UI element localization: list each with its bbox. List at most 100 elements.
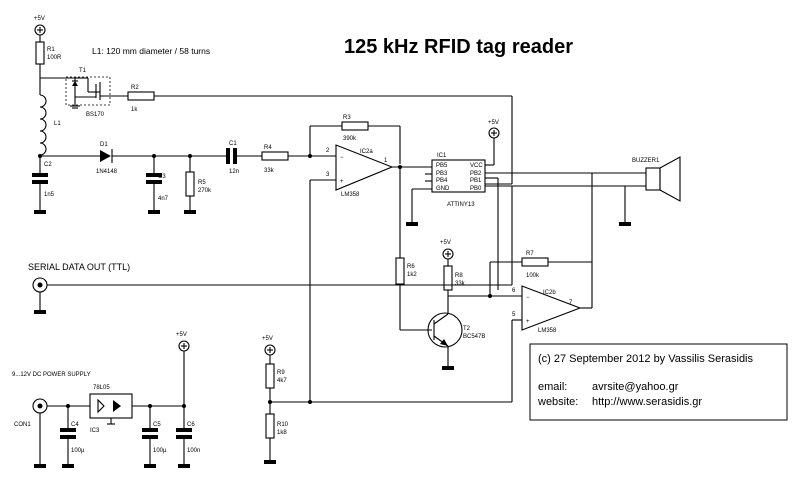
capacitor-c1: C1 12n — [226, 141, 239, 175]
capacitor-c4: C4 100µ — [60, 406, 85, 468]
svg-text:ATTINY13: ATTINY13 — [447, 202, 475, 208]
vcc-symbol-r1: +5V — [34, 16, 46, 36]
svg-text:+5V: +5V — [34, 16, 45, 22]
resistor-r9: R9 4k7 — [265, 363, 287, 389]
svg-text:1N4148: 1N4148 — [96, 169, 118, 175]
svg-text:100µ: 100µ — [153, 448, 167, 454]
svg-text:4n7: 4n7 — [158, 196, 169, 202]
svg-text:3: 3 — [326, 172, 330, 178]
svg-text:C5: C5 — [153, 422, 161, 428]
svg-text:100R: 100R — [47, 55, 62, 61]
svg-text:7: 7 — [569, 300, 573, 306]
regulator-ic3: 78L05 IC3 — [89, 385, 133, 434]
svg-text:R9: R9 — [277, 370, 285, 376]
svg-text:PB3: PB3 — [436, 171, 448, 177]
svg-text:PB1: PB1 — [470, 178, 482, 184]
vcc-symbol-ic1: +5V — [488, 120, 500, 139]
svg-text:(c) 27 September 2012 by Vassi: (c) 27 September 2012 by Vassilis Serasi… — [538, 353, 754, 365]
svg-text:78L05: 78L05 — [93, 385, 110, 391]
svg-text:D1: D1 — [100, 142, 108, 148]
svg-text:+: + — [526, 319, 530, 325]
svg-text:LM358: LM358 — [538, 328, 557, 334]
mosfet-t1: T1 BS170 — [40, 68, 111, 118]
transistor-t2: T2 BC547B — [427, 296, 485, 366]
svg-text:email:: email: — [538, 381, 567, 393]
svg-text:R1: R1 — [47, 47, 55, 53]
inductor-l1: L1 — [39, 78, 61, 173]
svg-text:IC2a: IC2a — [360, 149, 373, 155]
svg-text:website:: website: — [537, 396, 578, 408]
svg-text:C6: C6 — [187, 422, 195, 428]
svg-text:+5V: +5V — [440, 240, 451, 246]
power-supply-label: 9...12V DC POWER SUPPLY — [12, 372, 91, 378]
svg-text:C4: C4 — [71, 422, 79, 428]
resistor-r3: R3 390k — [341, 115, 369, 142]
svg-text:IC1: IC1 — [437, 153, 447, 159]
svg-text:R6: R6 — [407, 264, 415, 270]
svg-text:PB2: PB2 — [470, 171, 482, 177]
svg-text:−: − — [526, 295, 530, 301]
svg-text:2: 2 — [326, 148, 330, 154]
svg-text:BC547B: BC547B — [463, 334, 485, 340]
resistor-r2: R2 1k — [127, 85, 155, 113]
svg-text:100k: 100k — [526, 273, 540, 279]
svg-text:PB5: PB5 — [436, 163, 448, 169]
svg-text:+5V: +5V — [176, 332, 187, 338]
resistor-r8: R8 33k — [443, 265, 466, 291]
svg-text:270k: 270k — [198, 188, 212, 194]
resistor-r5: R5 270k — [184, 156, 212, 214]
svg-text:T2: T2 — [463, 326, 471, 332]
vcc-symbol-supply: +5V — [176, 332, 190, 352]
svg-text:R10: R10 — [277, 422, 289, 428]
svg-text:C2: C2 — [44, 162, 52, 168]
svg-text:1k2: 1k2 — [407, 272, 417, 278]
svg-text:R4: R4 — [264, 145, 272, 151]
diode-d1: D1 1N4148 — [96, 142, 118, 175]
vcc-symbol-r8: +5V — [440, 240, 454, 260]
svg-text:R2: R2 — [131, 85, 139, 91]
svg-text:33k: 33k — [455, 281, 466, 287]
mcu-ic1: PB5 PB3 PB4 GND VCC PB2 PB1 PB0 IC1 ATTI… — [431, 153, 486, 208]
capacitor-c6: C6 100n — [176, 422, 200, 468]
serial-out-connector[interactable] — [32, 277, 48, 293]
svg-text:R8: R8 — [455, 273, 463, 279]
website-link[interactable]: http://www.serasidis.gr — [592, 396, 702, 408]
svg-text:T1: T1 — [79, 68, 87, 74]
svg-text:33k: 33k — [264, 168, 275, 174]
svg-text:IC3: IC3 — [90, 428, 100, 434]
opamp-ic2a: − + 2 3 1 IC2a LM358 — [326, 144, 394, 198]
svg-text:BUZZER1: BUZZER1 — [632, 158, 660, 164]
svg-text:1n5: 1n5 — [44, 192, 55, 198]
svg-text:VCC: VCC — [470, 163, 483, 169]
svg-text:5: 5 — [512, 312, 516, 318]
svg-text:6: 6 — [512, 288, 516, 294]
svg-text:GND: GND — [436, 186, 450, 192]
buzzer-icon: BUZZER1 — [632, 156, 681, 202]
resistor-r1: R1 100R — [35, 41, 62, 65]
svg-text:PB4: PB4 — [436, 178, 448, 184]
svg-text:IC2b: IC2b — [543, 290, 556, 296]
svg-text:C3: C3 — [158, 174, 166, 180]
svg-text:12n: 12n — [229, 169, 239, 175]
resistor-r10: R10 1k8 — [265, 413, 289, 439]
email-link[interactable]: avrsite@yahoo.gr — [592, 381, 679, 393]
opamp-ic2b: − + 6 5 7 IC2b LM358 — [512, 285, 582, 334]
svg-text:PB0: PB0 — [470, 186, 482, 192]
coil-note: L1: 120 mm diameter / 58 turns — [92, 46, 210, 56]
svg-text:L1: L1 — [54, 121, 61, 127]
resistor-r7: R7 100k — [521, 251, 549, 279]
page-title: 125 kHz RFID tag reader — [344, 36, 573, 58]
svg-text:R5: R5 — [198, 180, 206, 186]
svg-text:CON1: CON1 — [14, 422, 31, 428]
svg-text:390k: 390k — [343, 136, 357, 142]
serial-out-label: SERIAL DATA OUT (TTL) — [28, 262, 130, 272]
svg-text:1k8: 1k8 — [277, 430, 287, 436]
resistor-r4: R4 33k — [261, 145, 289, 174]
svg-text:C1: C1 — [229, 141, 237, 147]
svg-text:R7: R7 — [526, 251, 534, 257]
credits-box: (c) 27 September 2012 by Vassilis Serasi… — [529, 343, 788, 421]
resistor-r6: R6 1k2 — [395, 257, 417, 285]
svg-text:100n: 100n — [187, 448, 200, 454]
power-connector-con1[interactable]: CON1 — [14, 398, 48, 428]
svg-text:+: + — [340, 179, 344, 185]
